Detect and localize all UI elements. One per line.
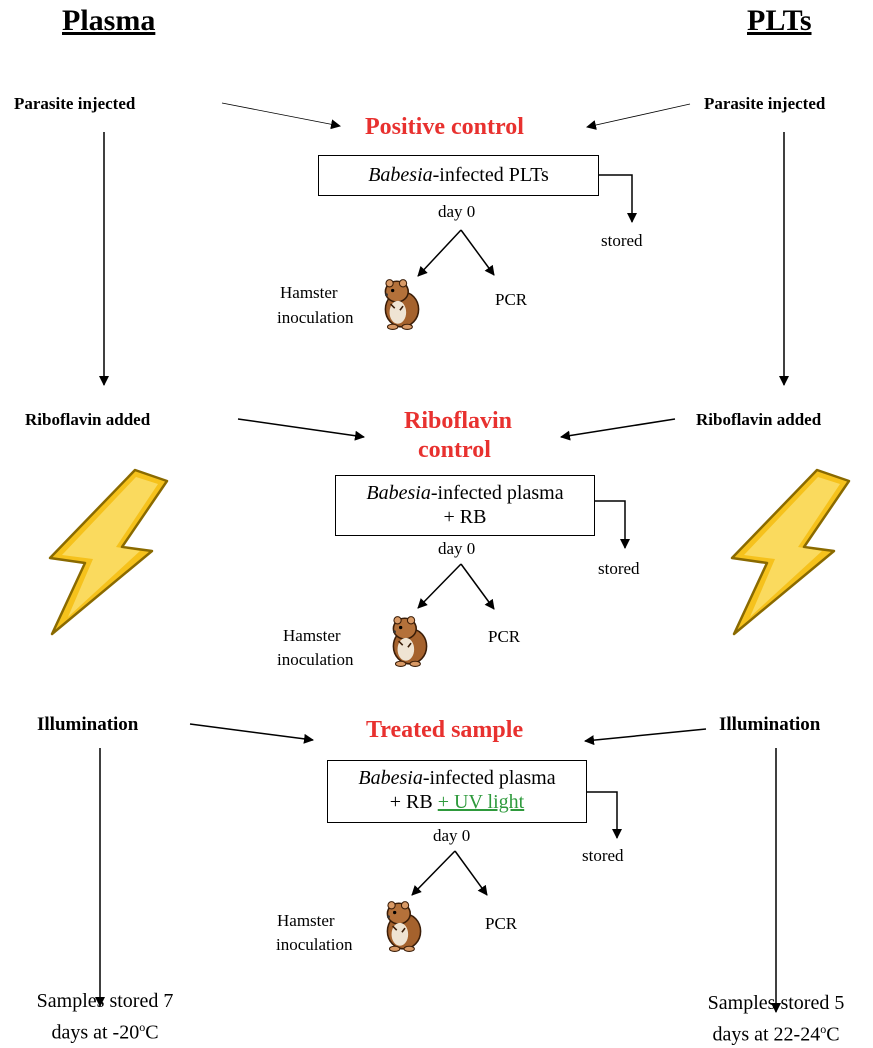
stored-arrow-1	[599, 174, 637, 223]
hamster-label-line1: Hamster	[280, 283, 338, 302]
arrow-right-to-treated	[584, 728, 707, 746]
stored-arrow-3	[587, 791, 622, 839]
stored-arrow-2	[595, 500, 630, 549]
plts-header: PLTs	[747, 4, 812, 37]
box-text: -infected plasma	[422, 767, 556, 789]
hamster-label-line1: Hamster	[283, 626, 341, 645]
hamster-label-line1: Hamster	[277, 911, 335, 930]
split-right-3	[454, 850, 488, 896]
right-storage-note: Samples stored 5 days at 22-24oC	[685, 990, 867, 1048]
riboflavin-control-box: Babesia-infected plasma + RB	[335, 475, 595, 536]
right-illumination: Illumination	[719, 714, 821, 735]
left-storage-line1: Samples stored 7	[36, 990, 174, 1012]
left-riboflavin-added: Riboflavin added	[25, 410, 151, 429]
right-riboflavin-added: Riboflavin added	[696, 410, 822, 429]
uv-light-text: + UV light	[437, 791, 525, 813]
stored-label: stored	[598, 559, 640, 578]
left-parasite-injected: Parasite injected	[14, 94, 136, 113]
degree-sign: o	[139, 1020, 146, 1034]
stored-label: stored	[601, 231, 643, 250]
right-parasite-injected: Parasite injected	[704, 94, 826, 113]
box-italic: Babesia	[358, 767, 423, 789]
hamster-icon	[392, 616, 428, 667]
day-0-label: day 0	[438, 202, 476, 221]
box-italic: Babesia	[366, 482, 431, 504]
hamster-label-line2: inoculation	[276, 935, 353, 954]
unit-c: C	[826, 1023, 840, 1046]
lightning-bolt-icon	[48, 468, 169, 636]
arrow-left-to-treated	[189, 723, 314, 744]
arrow-right-to-riboflavin	[560, 418, 676, 441]
arrow-right-to-positive	[586, 103, 691, 130]
unit-c: C	[145, 1021, 159, 1044]
arrow-left-to-riboflavin	[237, 418, 365, 441]
pcr-label: PCR	[485, 914, 518, 933]
right-storage-line2: days at 22-24	[712, 1023, 821, 1046]
box-italic: Babesia	[368, 164, 433, 186]
split-right-2	[460, 563, 495, 610]
left-storage-line2: days at -20	[51, 1021, 140, 1044]
split-left-3	[411, 850, 456, 896]
hamster-label-line2: inoculation	[277, 308, 354, 327]
treated-sample-box: Babesia-infected plasma + RB + UV light	[327, 760, 587, 823]
lightning-bolt-icon	[730, 468, 851, 636]
right-storage-line1: Samples stored 5	[707, 992, 845, 1014]
left-storage-note: Samples stored 7 days at -20oC	[20, 988, 190, 1046]
split-right-1	[460, 229, 495, 276]
pcr-label: PCR	[495, 290, 528, 309]
split-left-2	[417, 563, 462, 609]
box-line2-prefix: + RB	[389, 791, 438, 813]
stored-label: stored	[582, 846, 624, 865]
pcr-label: PCR	[488, 627, 521, 646]
day-0-label: day 0	[433, 826, 471, 845]
positive-control-box: Babesia-infected PLTs	[318, 155, 599, 196]
plasma-header: Plasma	[62, 4, 156, 37]
riboflavin-control-title-line1: Riboflavin	[404, 408, 513, 434]
split-left-1	[417, 229, 462, 277]
hamster-icon	[384, 279, 420, 330]
box-text: -infected plasma	[430, 482, 564, 504]
degree-sign: o	[820, 1022, 827, 1036]
box-line2: + RB	[443, 506, 487, 528]
hamster-icon	[386, 901, 422, 952]
treated-sample-title: Treated sample	[366, 717, 524, 743]
riboflavin-control-title-line2: control	[418, 437, 491, 463]
day-0-label: day 0	[438, 539, 476, 558]
hamster-label-line2: inoculation	[277, 650, 354, 669]
left-illumination: Illumination	[37, 714, 139, 735]
arrow-left-to-positive	[221, 102, 341, 130]
box-text: -infected PLTs	[432, 164, 549, 186]
positive-control-title: Positive control	[365, 114, 524, 140]
